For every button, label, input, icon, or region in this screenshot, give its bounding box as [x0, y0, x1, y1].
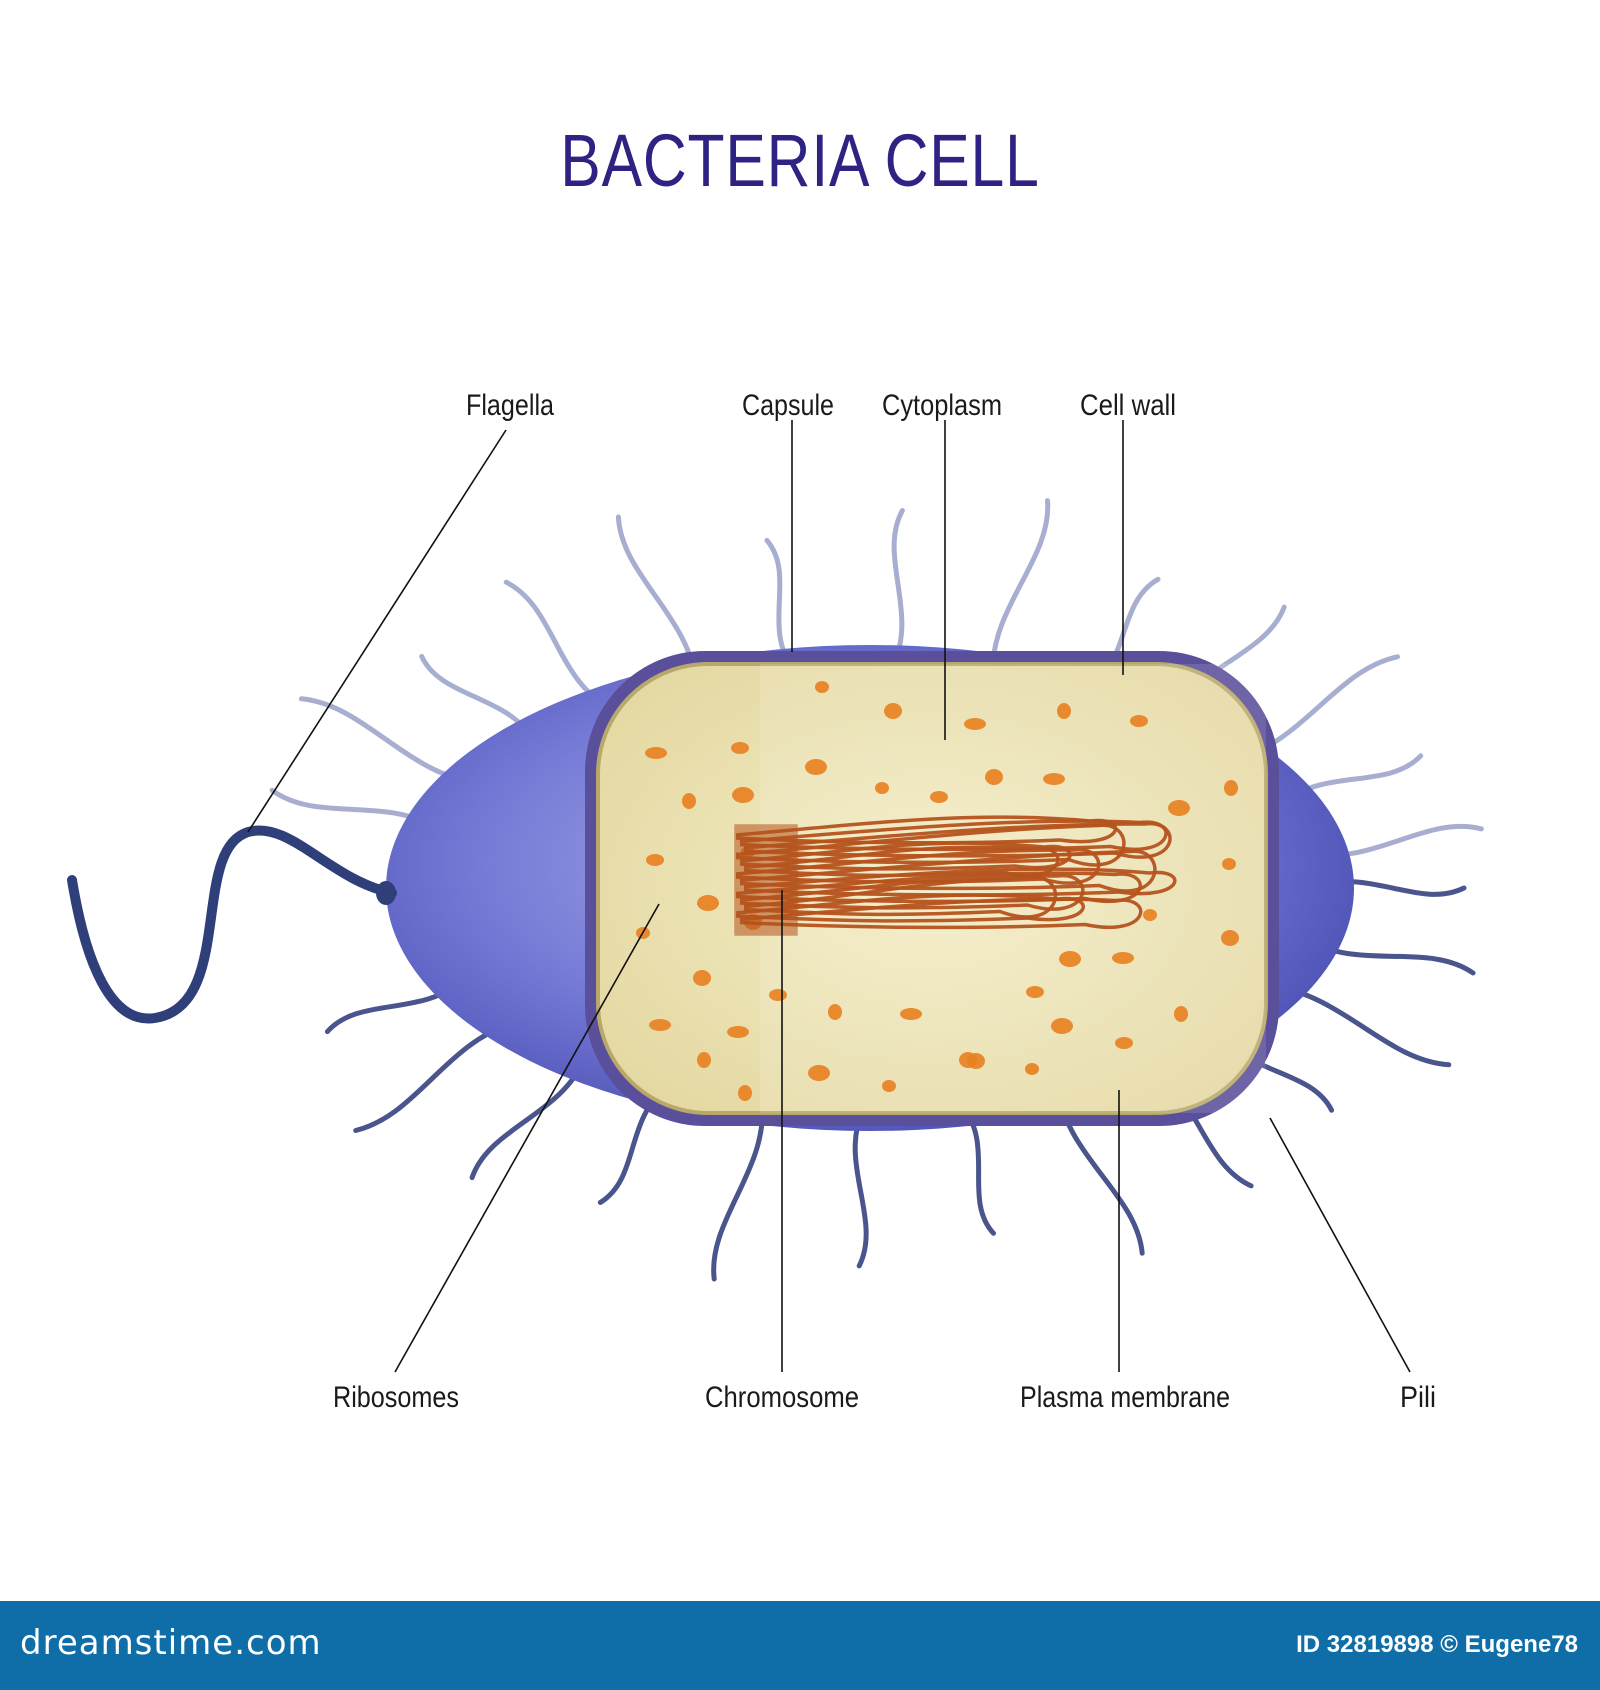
leader-ribosomes	[394, 903, 660, 1373]
ribosome	[1222, 858, 1236, 870]
chromosome-strand	[743, 845, 1060, 878]
ribosome	[646, 854, 664, 866]
pilus	[852, 1109, 869, 1269]
leader-lines	[247, 420, 1411, 1373]
chromosome-strand	[735, 823, 1126, 867]
ribosome	[1221, 930, 1239, 946]
label-plasma-membrane: Plasma membrane	[1020, 1381, 1230, 1414]
ribosome	[693, 970, 711, 986]
footer-credit: ID 32819898 © Eugene78	[1296, 1631, 1578, 1658]
ribosome	[884, 703, 902, 719]
chromosome-strand	[743, 867, 1177, 897]
ribosome	[645, 747, 667, 759]
ribosome	[1043, 773, 1065, 785]
ribosome	[1025, 1063, 1039, 1075]
leader-flagella	[247, 429, 507, 833]
ribosome	[697, 1052, 711, 1068]
ribosome	[900, 1008, 922, 1020]
pilus	[890, 508, 905, 668]
ribosome	[1168, 800, 1190, 816]
ribosome	[649, 1019, 671, 1031]
ribosome	[697, 895, 719, 911]
ribosome	[1059, 951, 1081, 967]
flagellum-hook	[376, 881, 396, 905]
ribosome	[815, 681, 829, 693]
ribosome	[732, 787, 754, 803]
ribosome	[985, 769, 1003, 785]
ribosome	[967, 1053, 985, 1069]
chromosome-strand	[739, 819, 1168, 852]
diagram-title: BACTERIA CELL	[560, 119, 1040, 202]
ribosome	[1224, 780, 1238, 796]
ribosome	[1130, 715, 1148, 727]
chromosome-strand	[735, 871, 1142, 904]
pilus	[990, 498, 1051, 676]
ribosomes	[636, 681, 1239, 1101]
pilus	[503, 579, 611, 710]
chromosome	[734, 815, 1177, 936]
ribosome	[738, 1085, 752, 1101]
ribosome	[731, 742, 749, 754]
ribosome	[1026, 986, 1044, 998]
label-capsule: Capsule	[742, 389, 834, 422]
ribosome	[875, 782, 889, 794]
chromosome-strand	[735, 893, 1086, 923]
footer-brand[interactable]: dreamstime.com	[20, 1623, 322, 1663]
label-cell-wall: Cell wall	[1080, 389, 1176, 422]
ribosome	[805, 759, 827, 775]
pilus	[711, 1102, 765, 1282]
ribosome	[727, 1026, 749, 1038]
ribosome	[1174, 1006, 1188, 1022]
ribosome	[1143, 909, 1157, 921]
ribosome	[808, 1065, 830, 1081]
ribosome	[1057, 703, 1071, 719]
label-ribosomes: Ribosomes	[333, 1381, 459, 1414]
label-chromosome: Chromosome	[705, 1381, 859, 1414]
ribosome	[1115, 1037, 1133, 1049]
flagellum	[67, 825, 397, 1024]
ribosome	[1112, 952, 1134, 964]
chromosome-bundle	[734, 824, 798, 936]
leader-pili	[1269, 1117, 1411, 1373]
ribosome	[682, 793, 696, 809]
ribosome	[882, 1080, 896, 1092]
ribosome	[1051, 1018, 1073, 1034]
footer-bar: dreamstime.com ID 32819898 © Eugene78	[0, 1601, 1600, 1690]
ribosome	[964, 718, 986, 730]
ribosome	[930, 791, 948, 803]
bacteria-cell-diagram: Flagella Capsule Cytoplasm Cell wall Rib…	[67, 389, 1484, 1414]
label-flagella: Flagella	[466, 389, 554, 422]
chromosome-strand	[739, 897, 1143, 930]
ribosome	[828, 1004, 842, 1020]
chromosome-strand	[743, 875, 1058, 919]
ribosome	[769, 989, 787, 1001]
chromosome-strand	[743, 822, 1172, 859]
label-pili: Pili	[1400, 1381, 1436, 1414]
label-cytoplasm: Cytoplasm	[882, 389, 1002, 422]
